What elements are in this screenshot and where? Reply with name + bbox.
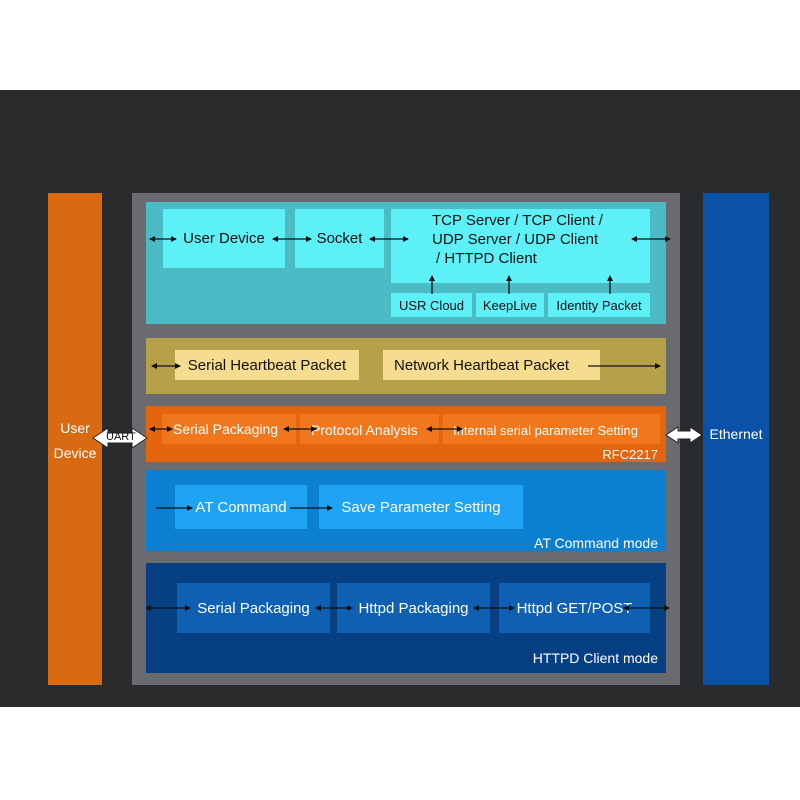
socket-box: Socket (295, 209, 384, 268)
ethernet-bar (703, 193, 769, 685)
httpd-client-mode-label: HTTPD Client mode (532, 650, 658, 666)
httpd-serial-packaging-box: Serial Packaging (177, 583, 330, 633)
httpd-packaging-box: Httpd Packaging (337, 583, 490, 633)
user-device-box-label: User Device (183, 230, 265, 247)
usr-cloud-label: USR Cloud (398, 297, 465, 313)
httpd-serial-packaging-label: Serial Packaging (197, 599, 310, 617)
user-device-bar-label-line2: Device (53, 445, 97, 461)
user-device-bar (48, 193, 102, 685)
uart-label: UART (106, 431, 136, 443)
user-device-box: User Device (163, 209, 285, 268)
serial-heartbeat-box: Serial Heartbeat Packet (175, 350, 359, 380)
protocol-analysis-label: Protocol Analysis (311, 422, 418, 438)
ethernet-label: Ethernet (709, 426, 763, 442)
httpd-packaging-label: Httpd Packaging (358, 599, 469, 617)
network-heartbeat-label: Network Heartbeat Packet (394, 357, 570, 374)
protocol-line-1: TCP Server / TCP Client / (432, 212, 603, 229)
identity-packet-label: Identity Packet (556, 297, 642, 313)
protocol-analysis-box (300, 414, 439, 444)
at-command-label: AT Command (195, 498, 287, 516)
rfc2217-mode-label: RFC2217 (602, 447, 658, 462)
httpd-get-post-box: Httpd GET/POST (499, 583, 650, 633)
usr-cloud-box: USR Cloud (391, 293, 472, 317)
protocol-box (391, 209, 650, 283)
internal-setting-label: Internal serial parameter Setting (453, 423, 638, 438)
network-heartbeat-box (383, 350, 600, 380)
socket-box-label: Socket (316, 230, 363, 247)
protocol-line-2: UDP Server / UDP Client (432, 231, 599, 248)
identity-packet-box: Identity Packet (548, 293, 650, 317)
user-device-bar-label-line1: User (60, 420, 90, 436)
at-command-mode-label: AT Command mode (534, 535, 658, 551)
protocol-line-3: / HTTPD Client (436, 250, 537, 267)
keeplive-box: KeepLive (476, 293, 544, 317)
rfc-serial-packaging-box (162, 414, 296, 444)
httpd-get-post-label: Httpd GET/POST (516, 599, 633, 617)
serial-heartbeat-label: Serial Heartbeat Packet (187, 356, 347, 374)
rfc-serial-packaging-label: Serial Packaging (173, 421, 279, 437)
keeplive-label: KeepLive (482, 297, 538, 313)
at-command-box: AT Command (175, 485, 307, 529)
internal-setting-box (443, 414, 660, 444)
save-parameter-box: Save Parameter Setting (319, 485, 523, 529)
save-parameter-label: Save Parameter Setting (341, 498, 501, 516)
